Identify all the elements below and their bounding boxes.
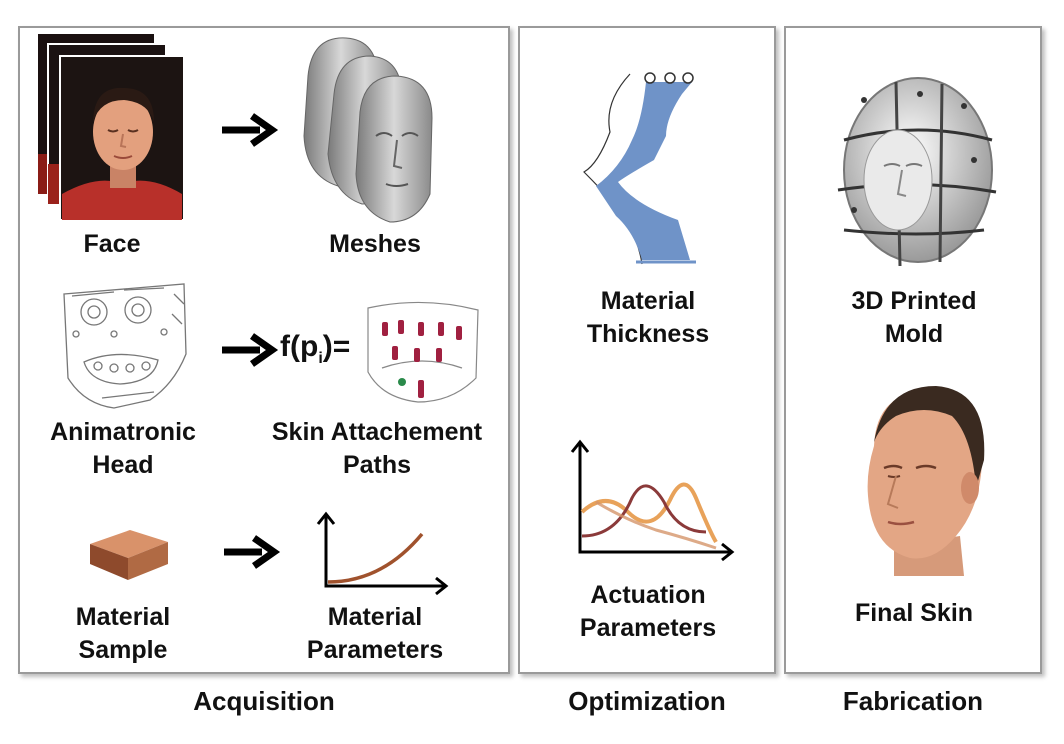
- face-label: Face: [83, 230, 141, 258]
- animatronic-head-sketch: [63, 283, 187, 409]
- material-sample-label-1: Material: [75, 603, 171, 631]
- actuation-parameters-label-1: Actuation: [590, 581, 706, 609]
- actuation-parameters-label-2: Parameters: [579, 614, 717, 642]
- skin-attachment-paths-sketch: [367, 301, 479, 403]
- material-sample-block: [90, 530, 168, 580]
- material-parameters-label-1: Material: [327, 603, 423, 631]
- animatronic-head-label-2: Head: [92, 451, 154, 479]
- printed-mold-label-1: 3D Printed: [851, 287, 977, 315]
- final-skin-label: Final Skin: [854, 599, 974, 627]
- function-subscript: i: [318, 350, 323, 367]
- function-expression: f(pi)=: [280, 330, 350, 368]
- section-title-optimization: Optimization: [568, 686, 726, 716]
- meshes-label: Meshes: [329, 230, 421, 258]
- skin-attachment-label-1: Skin Attachement: [271, 418, 483, 446]
- skin-attachment-label-2: Paths: [342, 451, 412, 479]
- printed-mold-icon: [837, 77, 997, 267]
- material-sample-label-2: Sample: [78, 636, 168, 664]
- printed-mold-label-2: Mold: [884, 320, 944, 348]
- arrow-right-icon: [222, 333, 279, 367]
- face-photo-stack: [38, 34, 185, 221]
- meshes-icon: [303, 37, 433, 223]
- function-tail: )=: [322, 330, 351, 363]
- material-thickness-profile: [583, 72, 696, 265]
- material-parameters-plot: [316, 511, 449, 596]
- material-thickness-label-1: Material: [600, 287, 696, 315]
- arrow-right-icon: [224, 535, 281, 569]
- section-title-acquisition: Acquisition: [193, 686, 335, 716]
- arrow-right-icon: [222, 113, 279, 147]
- animatronic-head-label-1: Animatronic: [50, 418, 196, 446]
- function-text: f(p: [280, 330, 319, 363]
- material-parameters-label-2: Parameters: [306, 636, 444, 664]
- final-skin-head: [867, 386, 985, 576]
- actuation-parameters-plot: [570, 439, 735, 562]
- section-title-fabrication: Fabrication: [842, 686, 984, 716]
- material-thickness-label-2: Thickness: [586, 320, 710, 348]
